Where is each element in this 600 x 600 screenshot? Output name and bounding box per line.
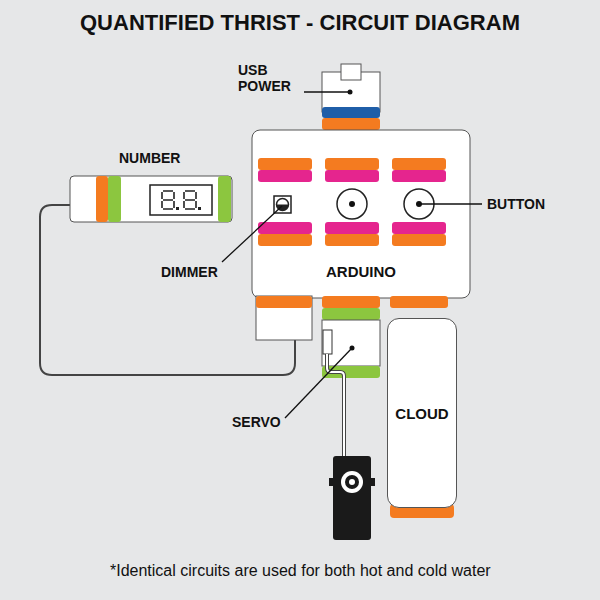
node-label: CLOUD [395,405,448,422]
arduino-board-label: ARDUINO [256,248,466,294]
number-module [70,176,232,222]
part-label: BUTTON [487,196,545,212]
output-connectors [256,296,448,308]
servo-module [322,308,380,378]
diagram-title: QUANTIFIED THRIST - CIRCUIT DIAGRAM [80,10,520,35]
caption-note: *Identical circuits are used for both ho… [110,562,491,580]
node-label: ARDUINO [326,263,396,280]
part-label: DIMMER [161,264,218,280]
part-label: USB POWER [238,62,302,94]
input-modules [258,158,446,246]
part-label: SERVO [232,414,281,430]
servo-motor [327,354,375,540]
arduino-board [252,130,470,340]
part-label: NUMBER [119,150,180,166]
usb-module [322,64,380,130]
cloud-module: CLOUD [387,318,457,508]
